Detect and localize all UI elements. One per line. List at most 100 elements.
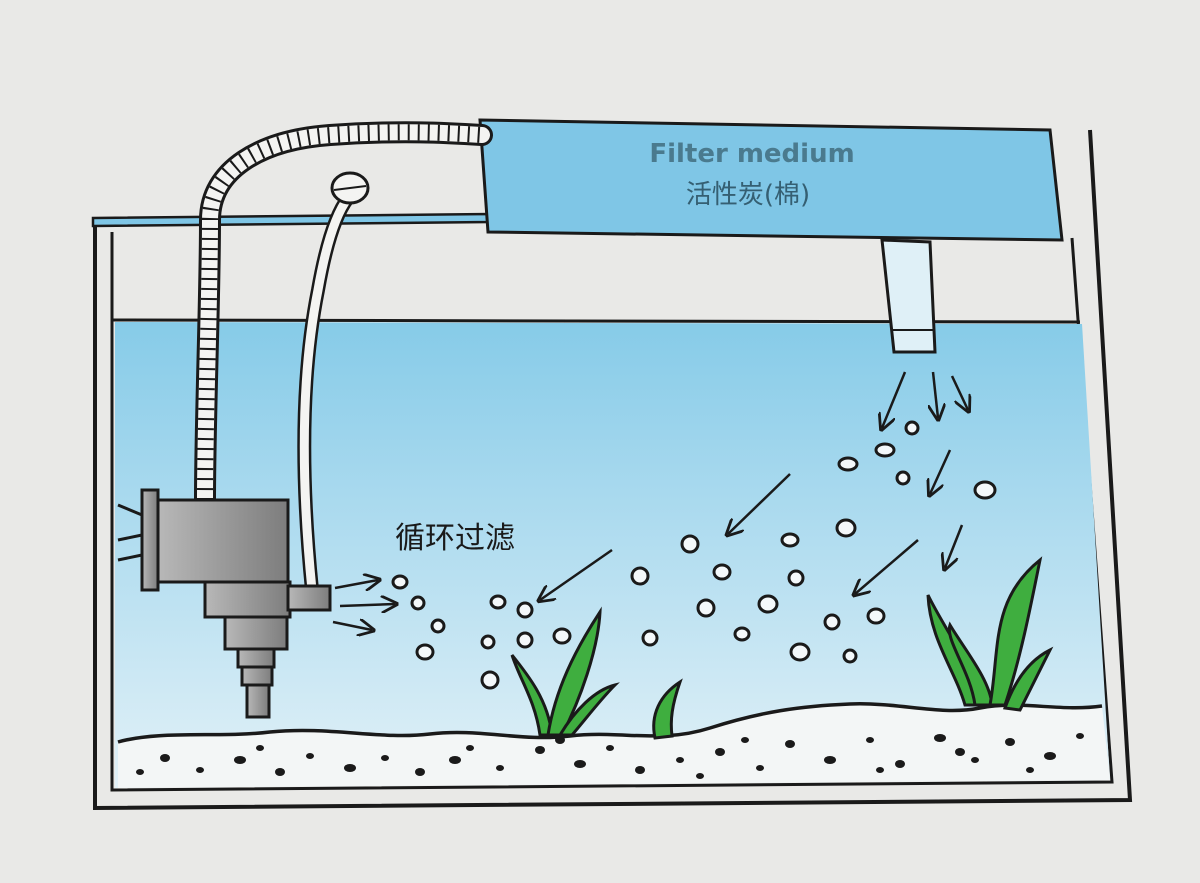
tank bbox=[91, 129, 1133, 811]
bubble bbox=[516, 601, 534, 619]
bubble bbox=[823, 613, 841, 631]
pebble bbox=[696, 773, 704, 779]
pebble bbox=[635, 766, 645, 774]
flow-arrow bbox=[882, 371, 907, 428]
pebble bbox=[555, 736, 565, 744]
pebble bbox=[1026, 767, 1034, 773]
tank-top-rim bbox=[91, 212, 492, 228]
pebble bbox=[415, 768, 425, 776]
pump-mount-plate bbox=[140, 488, 160, 592]
bubble bbox=[410, 595, 426, 611]
pump-body bbox=[156, 498, 290, 584]
pebble bbox=[496, 765, 504, 771]
pump-intake-2 bbox=[240, 665, 274, 687]
bubble bbox=[837, 456, 859, 472]
plant-right-leaf-2 bbox=[947, 621, 994, 707]
pebble bbox=[1044, 752, 1056, 760]
flow-arrow bbox=[540, 548, 613, 600]
hose-ribs bbox=[197, 124, 483, 501]
pump-outlet bbox=[286, 584, 332, 612]
bubble bbox=[480, 634, 496, 650]
flow-arrow bbox=[332, 622, 372, 630]
pebble bbox=[785, 740, 795, 748]
circulation-filter-label: 循环过滤 bbox=[395, 521, 515, 556]
pebble bbox=[934, 734, 946, 742]
pebble bbox=[824, 756, 836, 764]
pump-intake-3 bbox=[245, 683, 271, 719]
bubble bbox=[696, 598, 716, 618]
water bbox=[115, 322, 1110, 788]
pebble bbox=[606, 745, 614, 751]
corrugated-hose-icon bbox=[194, 121, 493, 511]
bubble bbox=[866, 607, 886, 625]
bubble bbox=[757, 594, 779, 614]
pebble bbox=[306, 753, 314, 759]
pump-lower bbox=[223, 615, 289, 651]
pebble bbox=[535, 746, 545, 754]
substrate-fill bbox=[118, 703, 1110, 788]
bubble bbox=[973, 480, 997, 500]
flow-arrow bbox=[933, 371, 938, 418]
substrate-edge bbox=[117, 702, 1103, 744]
pebble bbox=[136, 769, 144, 775]
pebble bbox=[676, 757, 684, 763]
water-pump-icon bbox=[117, 488, 332, 719]
aquatic-plant-icon bbox=[510, 556, 1054, 740]
pebble bbox=[715, 748, 725, 756]
bubble bbox=[516, 631, 534, 649]
bubbles bbox=[391, 420, 997, 690]
bubble bbox=[552, 627, 572, 645]
pebble bbox=[256, 745, 264, 751]
plant-right-leaf-3 bbox=[988, 556, 1043, 707]
flow-arrow bbox=[945, 524, 964, 568]
bubble bbox=[630, 566, 650, 586]
pebble bbox=[196, 767, 204, 773]
plant-left-leaf-1 bbox=[510, 654, 554, 737]
filter-outlet-spout bbox=[880, 238, 937, 354]
plant-mid-leaf bbox=[652, 678, 683, 740]
pebble bbox=[971, 757, 979, 763]
bubble bbox=[789, 642, 811, 662]
pebble bbox=[756, 765, 764, 771]
filter-medium-box: Filter medium 活性炭(棉) bbox=[478, 118, 1064, 354]
air-valve-line bbox=[333, 185, 367, 191]
flow-arrow bbox=[339, 604, 395, 606]
pebble bbox=[955, 748, 965, 756]
pebble bbox=[344, 764, 356, 772]
pebble bbox=[275, 768, 285, 776]
plant-left-leaf-2 bbox=[546, 606, 602, 737]
pebble bbox=[234, 756, 246, 764]
pebble bbox=[895, 760, 905, 768]
bubble bbox=[895, 470, 911, 486]
bubble bbox=[904, 420, 920, 436]
air-tube-icon bbox=[297, 171, 370, 597]
flow-arrow bbox=[334, 580, 378, 588]
bubble bbox=[391, 574, 409, 590]
flow-arrow bbox=[728, 473, 791, 534]
bubble bbox=[712, 563, 732, 581]
substrate bbox=[117, 702, 1110, 788]
pebble bbox=[876, 767, 884, 773]
filter-box-label-zh: 活性炭(棉) bbox=[686, 180, 810, 210]
bubble bbox=[480, 670, 500, 690]
plant-right-leaf-4 bbox=[1002, 646, 1054, 712]
flow-arrows bbox=[332, 371, 968, 630]
pump-intake-1 bbox=[236, 647, 276, 669]
pebble bbox=[466, 745, 474, 751]
pump-suction-cups bbox=[117, 503, 143, 562]
pebble bbox=[574, 760, 586, 768]
bubble bbox=[787, 569, 805, 587]
filter-box-shape bbox=[478, 118, 1064, 242]
tank-outer-frame bbox=[93, 129, 1133, 811]
bubble bbox=[430, 618, 446, 634]
pebble bbox=[449, 756, 461, 764]
pebble bbox=[160, 754, 170, 762]
flow-arrow bbox=[930, 449, 952, 494]
bubble bbox=[842, 648, 858, 664]
pebble bbox=[1005, 738, 1015, 746]
gravel-pebbles bbox=[136, 733, 1084, 779]
pebble bbox=[741, 737, 749, 743]
bubble bbox=[415, 643, 435, 661]
